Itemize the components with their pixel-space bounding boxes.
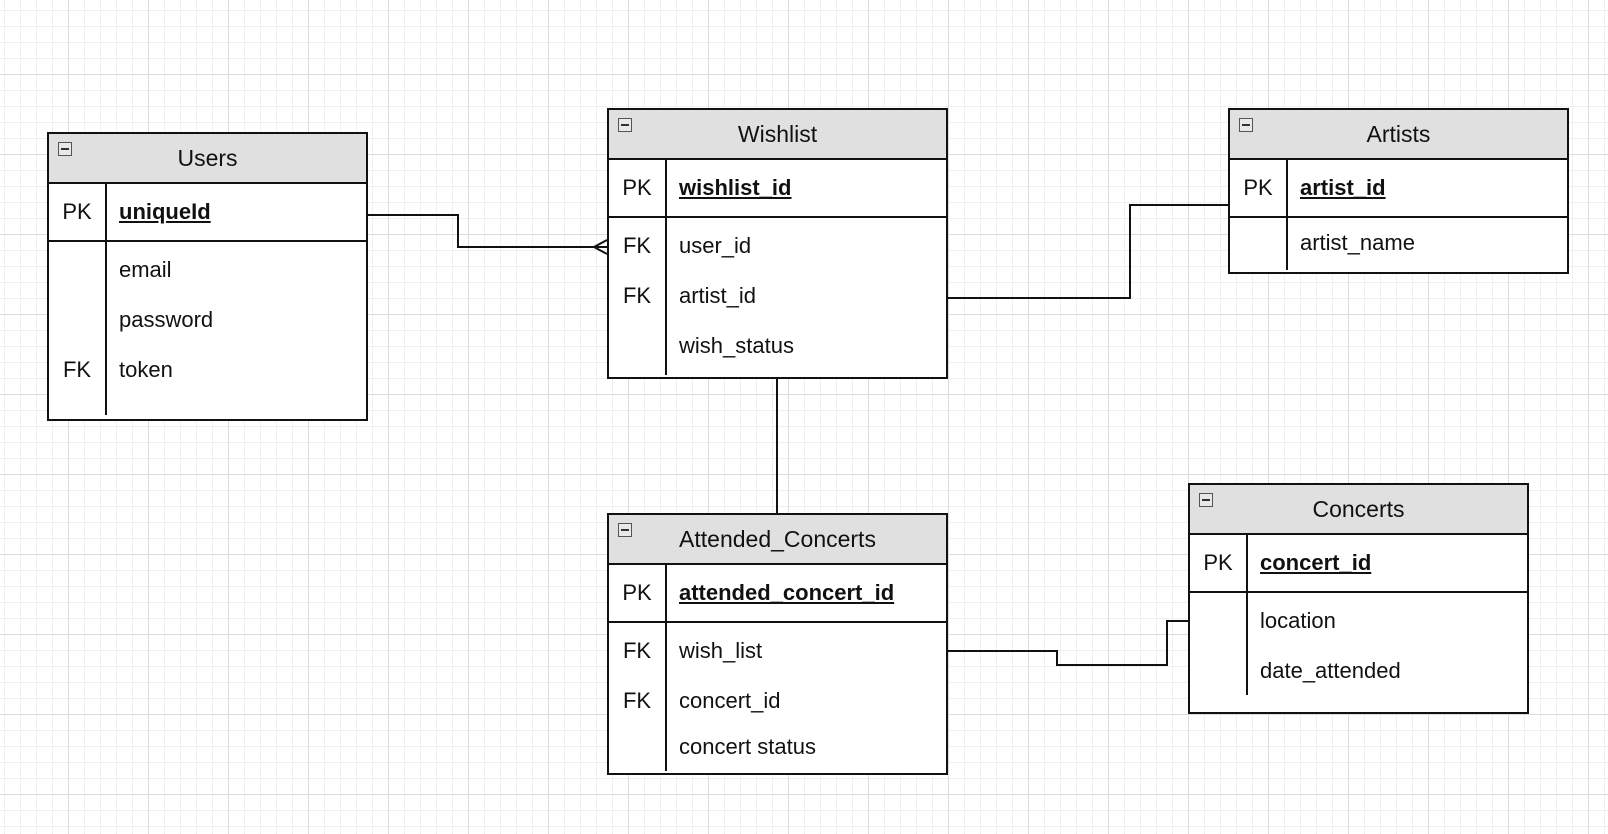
- key-label: FK: [622, 688, 652, 713]
- attribute-field[interactable]: concert status: [679, 734, 816, 759]
- primary-key-row: PK attended_concert_id: [609, 565, 946, 623]
- primary-key-row: PK concert_id: [1190, 535, 1527, 593]
- attribute-field[interactable]: concert_id: [679, 688, 781, 713]
- attribute-field[interactable]: user_id: [679, 233, 752, 258]
- entity-header: Wishlist: [609, 110, 946, 160]
- collapse-icon[interactable]: [618, 118, 632, 132]
- attribute-section: FK FK user_id artist_id wish_status: [609, 218, 946, 375]
- primary-key-row: PK uniqueId: [49, 184, 366, 242]
- key-label: PK: [62, 199, 92, 224]
- key-label: [1190, 596, 1246, 646]
- collapse-icon[interactable]: [58, 142, 72, 156]
- primary-key-field[interactable]: concert_id: [1260, 550, 1372, 575]
- key-label: [609, 321, 665, 371]
- collapse-icon[interactable]: [1199, 493, 1213, 507]
- entity-title: Wishlist: [737, 120, 818, 147]
- entity-concerts[interactable]: Concerts PK concert_id location date_att…: [1188, 483, 1529, 714]
- key-label: [609, 726, 665, 768]
- attribute-field[interactable]: token: [119, 357, 173, 382]
- primary-key-row: PK artist_id: [1230, 160, 1567, 218]
- entity-header: Users: [49, 134, 366, 184]
- entity-title: Concerts: [1312, 495, 1405, 522]
- key-label: PK: [1203, 550, 1233, 575]
- key-label: FK: [622, 233, 652, 258]
- attribute-section: FK email password token: [49, 242, 366, 415]
- entity-title: Users: [177, 144, 238, 171]
- crowfoot-many-icon: [591, 239, 608, 255]
- entity-title: Attended_Concerts: [679, 525, 876, 552]
- attribute-section: FK FK wish_list concert_id concert statu…: [609, 623, 946, 771]
- attribute-section: location date_attended: [1190, 593, 1527, 710]
- key-label: [49, 295, 105, 345]
- primary-key-field[interactable]: wishlist_id: [679, 175, 792, 200]
- attribute-field[interactable]: artist_name: [1300, 230, 1415, 255]
- attribute-field[interactable]: date_attended: [1260, 658, 1401, 683]
- entity-header: Attended_Concerts: [609, 515, 946, 565]
- key-label: [1190, 646, 1246, 696]
- attribute-field[interactable]: wish_status: [679, 333, 794, 358]
- attribute-field[interactable]: location: [1260, 608, 1336, 633]
- collapse-icon[interactable]: [1239, 118, 1253, 132]
- entity-artists[interactable]: Artists PK artist_id artist_name: [1228, 108, 1569, 274]
- entity-wishlist[interactable]: Wishlist PK wishlist_id FK FK user_id ar…: [607, 108, 948, 379]
- primary-key-field[interactable]: attended_concert_id: [679, 580, 895, 605]
- attribute-section: artist_name: [1230, 218, 1567, 270]
- connector-wishlist-artists[interactable]: [946, 204, 1228, 299]
- entity-header: Artists: [1230, 110, 1567, 160]
- entity-users[interactable]: Users PK uniqueId FK email password toke…: [47, 132, 368, 421]
- entity-title: Artists: [1366, 120, 1431, 147]
- connector-users-wishlist[interactable]: [366, 214, 607, 248]
- key-label: FK: [622, 283, 652, 308]
- attribute-field[interactable]: wish_list: [679, 638, 763, 663]
- entity-header: Concerts: [1190, 485, 1527, 535]
- key-label: PK: [622, 580, 652, 605]
- key-label: PK: [622, 175, 652, 200]
- primary-key-field[interactable]: artist_id: [1300, 175, 1386, 200]
- attribute-field[interactable]: password: [119, 307, 214, 332]
- collapse-icon[interactable]: [618, 523, 632, 537]
- key-label: PK: [1243, 175, 1273, 200]
- primary-key-field[interactable]: uniqueId: [119, 199, 211, 224]
- key-label: FK: [62, 357, 92, 382]
- attribute-field[interactable]: artist_id: [679, 283, 757, 308]
- attribute-field[interactable]: email: [119, 257, 172, 282]
- connector-attended-concerts-concerts[interactable]: [946, 620, 1188, 666]
- key-label: [49, 245, 105, 295]
- key-label: FK: [622, 638, 652, 663]
- primary-key-row: PK wishlist_id: [609, 160, 946, 218]
- entity-attended-concerts[interactable]: Attended_Concerts PK attended_concert_id…: [607, 513, 948, 775]
- key-label: [1230, 218, 1286, 268]
